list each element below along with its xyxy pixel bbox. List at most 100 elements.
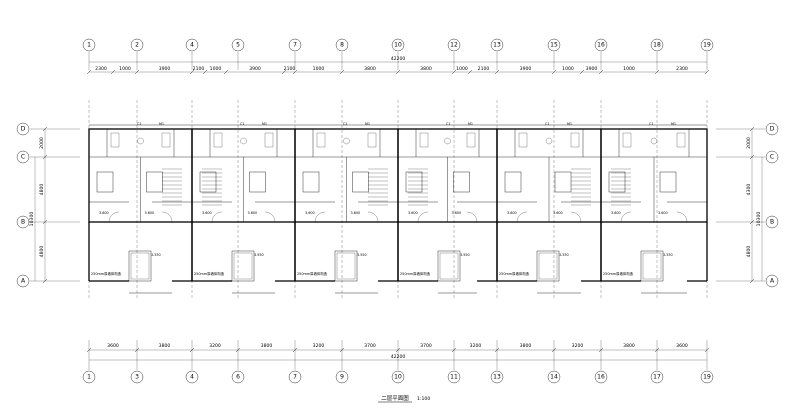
dim-segment-bottom: 3600: [676, 343, 688, 349]
axis-bubble: [130, 38, 144, 52]
dim-total-left: 10300: [29, 212, 35, 227]
dim-tick: [281, 69, 287, 75]
axis-bubble-label: 5: [236, 42, 240, 49]
fixture: [367, 132, 377, 148]
dim-tick: [551, 69, 557, 75]
fixture: [316, 132, 326, 148]
dim-tick: [494, 69, 500, 75]
window-label: C1: [649, 122, 654, 126]
window-label: C1: [446, 122, 451, 126]
dim-segment-top: 1000: [119, 66, 131, 72]
axis-bubble: [335, 370, 349, 384]
axis-bubble: [16, 274, 30, 288]
axis-bubble: [185, 38, 199, 52]
dim-segment-top: 3900: [159, 66, 171, 72]
door-swing: [466, 211, 478, 223]
axis-bubble: [288, 38, 302, 52]
dim-tick: [189, 69, 195, 75]
axis-bubble: [447, 370, 461, 384]
axis-bubble-label: 16: [597, 42, 605, 49]
bed: [302, 171, 320, 193]
window-label: M1: [468, 122, 473, 126]
axis-bubble-label: 1: [87, 374, 91, 381]
door-swing: [570, 211, 582, 223]
dim-segment-top: 1000: [210, 66, 222, 72]
fixture: [419, 132, 429, 148]
axis-bubble-label: 17: [653, 374, 661, 381]
balcony: [536, 250, 560, 282]
elevation-label: 3.600: [202, 211, 212, 215]
dim-total-right: 10300: [756, 212, 762, 227]
axis-bubble: [765, 150, 779, 164]
fixture: [466, 132, 476, 148]
bed: [249, 171, 266, 193]
door-swing: [161, 211, 173, 223]
dim-tick: [654, 69, 660, 75]
axis-bubble-label: B: [770, 219, 774, 226]
dim-segment-top: 2100: [478, 66, 490, 72]
axis-bubble-label: 11: [450, 374, 458, 381]
bed: [199, 171, 217, 193]
axis-bubble-label: 9: [340, 374, 344, 381]
balcony: [334, 250, 358, 282]
axis-bubble-label: C: [770, 154, 774, 161]
fixture: [444, 137, 451, 145]
axis-bubble: [650, 38, 664, 52]
bed: [554, 171, 572, 193]
dim-segment-left: 4800: [39, 246, 45, 258]
door-swing: [417, 211, 429, 223]
dim-segment-bottom: 3800: [623, 343, 635, 349]
axis-bubble: [391, 370, 405, 384]
axis-bubble-label: 8: [340, 42, 344, 49]
dim-segment-right: 4300: [746, 184, 752, 196]
axis-bubble-label: 10: [394, 374, 402, 381]
axis-bubble: [765, 274, 779, 288]
axis-bubble-label: B: [21, 219, 25, 226]
fixture: [213, 132, 223, 148]
dim-segment-left: 2000: [39, 137, 45, 149]
axis-bubble: [594, 38, 608, 52]
axis-bubble-label: 19: [703, 374, 711, 381]
dim-segment-bottom: 3800: [261, 343, 273, 349]
balcony: [437, 250, 461, 282]
balcony: [128, 250, 152, 282]
axis-bubble: [700, 370, 714, 384]
dim-segment-right: 2000: [746, 137, 752, 149]
bed: [504, 171, 522, 193]
axis-bubble: [288, 370, 302, 384]
fixture: [676, 132, 686, 148]
bed: [96, 171, 114, 193]
door-swing: [367, 211, 379, 223]
dim-segment-top: 1000: [313, 66, 325, 72]
fixture: [570, 132, 580, 148]
axis-bubble: [700, 38, 714, 52]
dim-segment-bottom: 3200: [572, 343, 584, 349]
axis-bubble: [650, 370, 664, 384]
elevation-label: 3.600: [658, 211, 668, 215]
dim-segment-top: 1000: [623, 66, 635, 72]
axis-bubble-label: 13: [493, 42, 501, 49]
axis-bubble-label: 6: [236, 374, 240, 381]
wall-note: 250mm厚墙体构造: [499, 271, 530, 276]
wall-note: 250mm厚墙体构造: [603, 271, 634, 276]
dim-tick: [395, 69, 401, 75]
elevation-label: 3.550: [254, 253, 264, 257]
axis-bubble-label: 19: [703, 42, 711, 49]
axis-bubble-label: 14: [550, 374, 558, 381]
wall-note: 250mm厚墙体构造: [297, 271, 328, 276]
dim-tick: [451, 69, 457, 75]
dim-segment-bottom: 3200: [209, 343, 221, 349]
dim-segment-top: 1000: [562, 66, 574, 72]
window-label: C1: [137, 122, 142, 126]
balcony-inner: [233, 252, 253, 280]
bed: [405, 171, 423, 193]
axis-bubble: [335, 38, 349, 52]
axis-bubble: [490, 370, 504, 384]
dim-segment-top: 2100: [284, 66, 296, 72]
dim-total-bottom: 42200: [391, 354, 406, 360]
fixture: [343, 137, 350, 145]
